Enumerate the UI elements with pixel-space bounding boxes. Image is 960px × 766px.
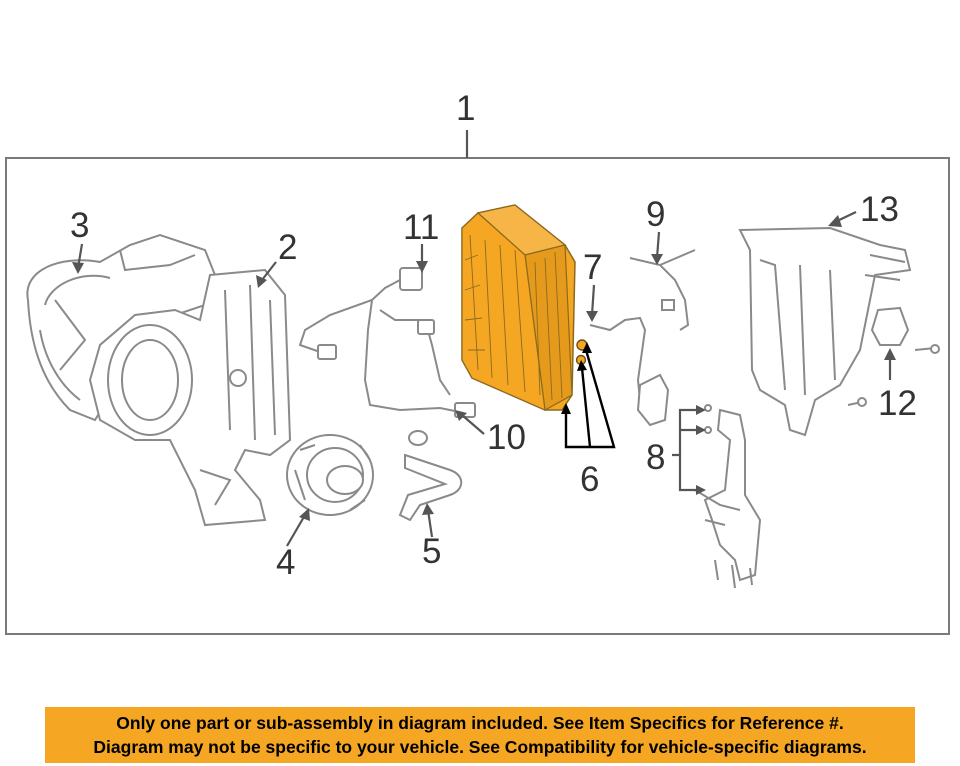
callout-8: 8 [646,438,665,477]
callout-11: 11 [403,208,439,247]
disclaimer-banner: Only one part or sub-assembly in diagram… [45,707,915,763]
actuator [847,306,940,407]
leader-lines [72,211,896,547]
evaporator-core [461,204,588,411]
disclaimer-line-1: Only one part or sub-assembly in diagram… [116,713,844,733]
callout-6: 6 [580,460,599,499]
callout-7: 7 [583,248,602,287]
leader-6 [561,342,616,449]
tube-assembly [694,404,762,589]
blower-motor [286,434,374,516]
callout-5: 5 [422,532,441,571]
parts-diagram: 1 [5,89,950,635]
diagram-frame [5,157,950,635]
callout-13: 13 [860,190,899,229]
wire-harness [298,267,476,446]
callout-3: 3 [70,206,89,245]
callout-9: 9 [646,195,665,234]
sensor-lines [589,249,696,427]
disclaimer-line-2: Diagram may not be specific to your vehi… [93,737,867,757]
callout-2: 2 [278,228,297,267]
callout-4: 4 [276,543,295,582]
blower-housing [88,268,292,527]
callout-10: 10 [487,418,526,457]
callout-12: 12 [878,384,917,423]
drain-hose [398,453,463,522]
hvac-case [738,226,912,437]
callout-1: 1 [456,89,475,128]
